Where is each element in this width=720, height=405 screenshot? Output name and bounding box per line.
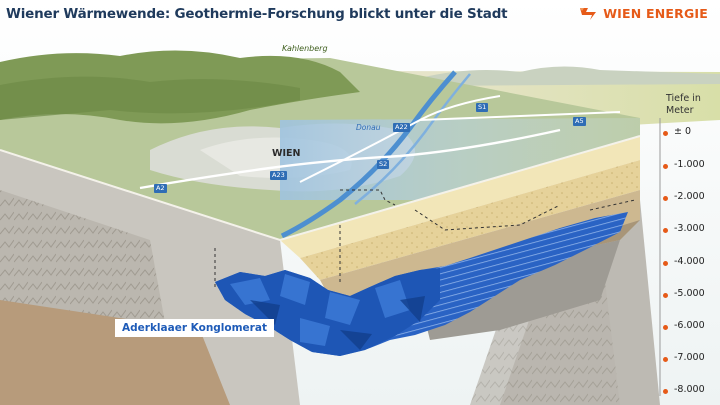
depth-tick-label: -2.000 (674, 191, 705, 202)
wien-energie-logo-icon (580, 7, 597, 20)
brand-logo: WIEN ENERGIE (578, 6, 708, 21)
depth-tick-label: -5.000 (674, 288, 705, 299)
road-badge: S1 (476, 103, 489, 112)
reservoir-layer-label: Aderklaaer Konglomerat (115, 319, 274, 337)
depth-tick-label: -1.000 (674, 159, 705, 170)
depth-tick-label: -7.000 (674, 352, 705, 363)
hill-label: Kahlenberg (282, 44, 328, 53)
road-badge: A5 (573, 117, 586, 126)
depth-marker (663, 325, 668, 330)
river-label: Donau (356, 123, 381, 132)
depth-marker (663, 196, 668, 201)
depth-marker (663, 261, 668, 266)
page-title: Wiener Wärmewende: Geothermie-Forschung … (6, 6, 508, 22)
depth-marker (663, 389, 668, 394)
depth-tick-label: -3.000 (674, 223, 705, 234)
road-badge: S2 (377, 160, 390, 169)
depth-tick-label: -6.000 (674, 320, 705, 331)
depth-tick-label: -8.000 (674, 384, 705, 395)
road-badge: A22 (393, 123, 410, 132)
road-badge: A23 (270, 171, 287, 180)
city-label: WIEN (272, 148, 301, 159)
depth-marker (663, 293, 668, 298)
brand-name: WIEN ENERGIE (603, 6, 708, 21)
depth-marker (663, 228, 668, 233)
depth-marker (663, 131, 668, 136)
depth-marker (663, 357, 668, 362)
depth-scale-header: Tiefe in Meter (666, 93, 701, 116)
road-badge: A2 (154, 184, 167, 193)
depth-tick-label: ± 0 (674, 126, 692, 137)
depth-tick-label: -4.000 (674, 256, 705, 267)
depth-marker (663, 164, 668, 169)
